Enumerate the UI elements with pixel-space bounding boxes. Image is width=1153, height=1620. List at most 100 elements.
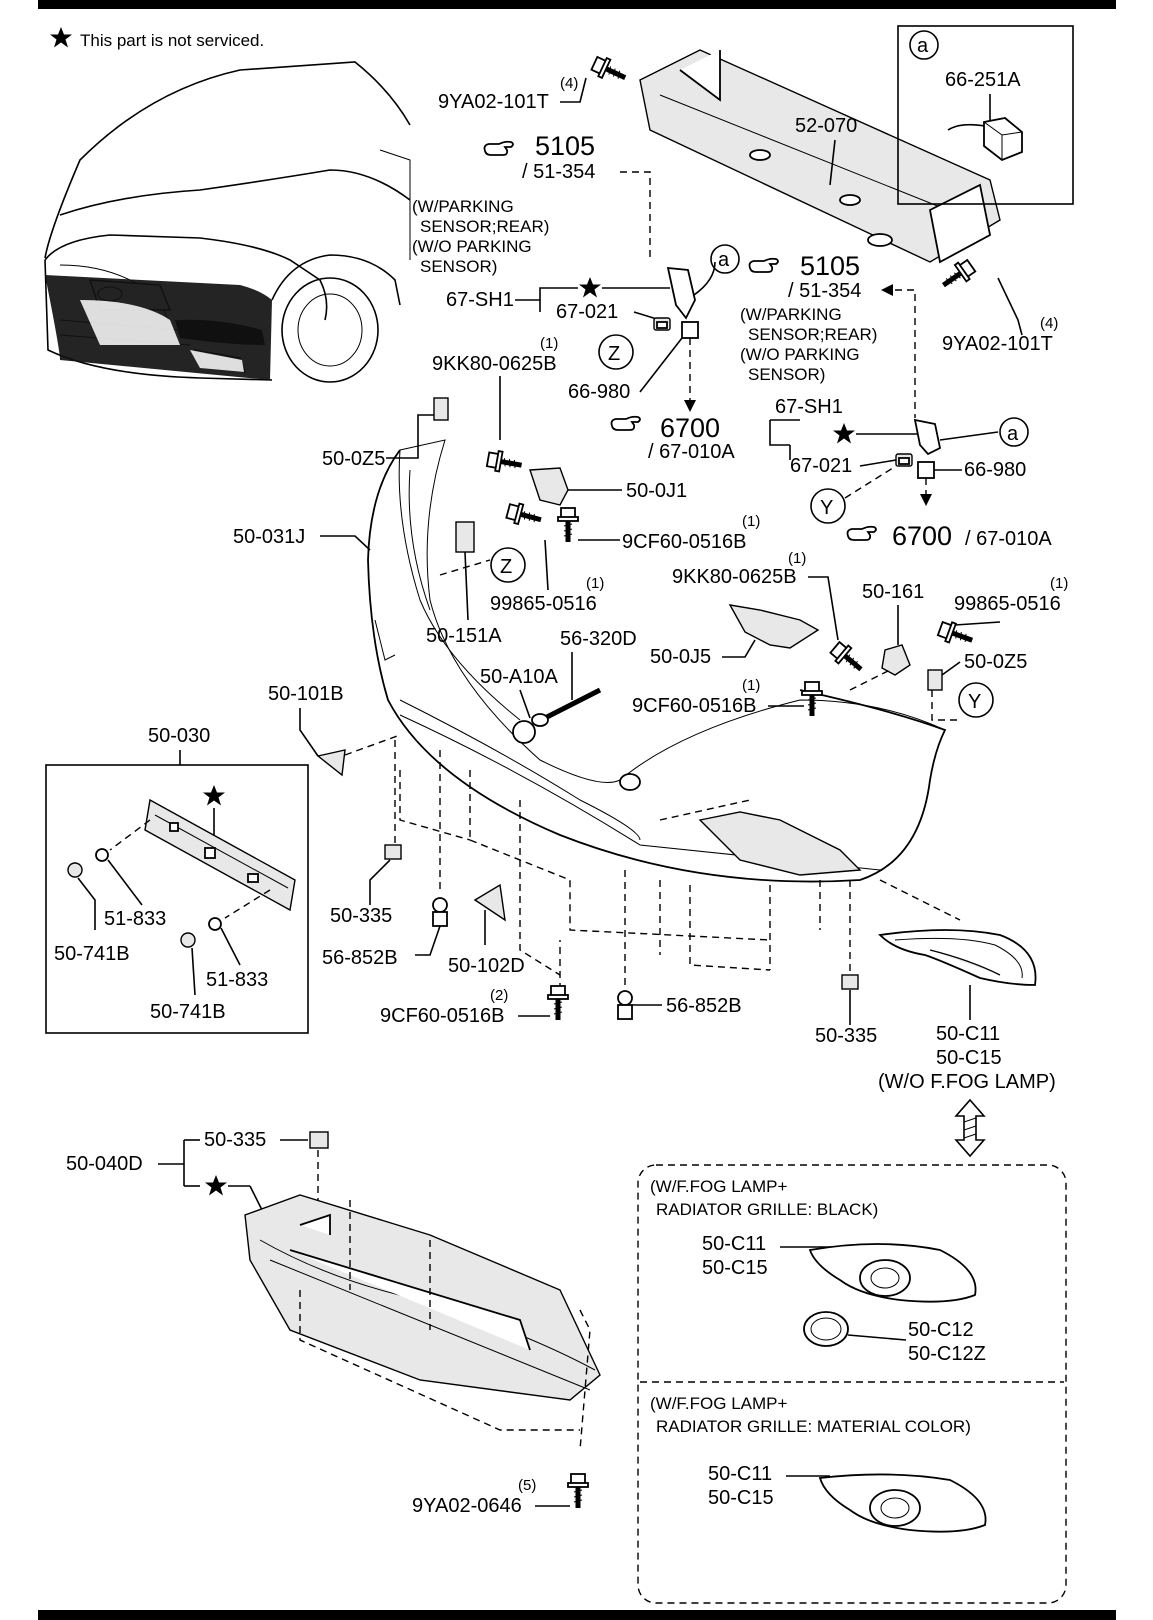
- sensor-retainer: [895, 453, 913, 467]
- part-label: 50-A10A: [480, 666, 558, 688]
- clip-56-852b-b: [617, 990, 633, 1006]
- tow-hook-cap: [512, 720, 536, 744]
- part-label: 99865-0516: [954, 593, 1061, 615]
- part-label: 50-0Z5: [964, 651, 1027, 673]
- qty-label: (1): [742, 677, 760, 694]
- bolt-9ya02-0646: [568, 1474, 588, 1508]
- nut-51-833-b: [208, 917, 222, 931]
- bolt-9ya02-101t-b: [938, 258, 977, 294]
- parking-sensor-wiring-a: [666, 266, 696, 320]
- callout-label: a: [718, 249, 730, 271]
- nut-50-335-c: [309, 1131, 329, 1149]
- part-label: 56-320D: [560, 628, 637, 650]
- part-label: 50-0J5: [650, 646, 711, 668]
- nut-50-335-b: [841, 974, 859, 990]
- callout-label: a: [917, 35, 929, 57]
- qty-label: (2): [490, 987, 508, 1004]
- part-label: 50-335: [330, 905, 392, 927]
- callout-label: Z: [500, 556, 512, 578]
- star-icon: [50, 27, 72, 48]
- condition-label: (W/O PARKING: [412, 237, 532, 256]
- qty-label: (1): [540, 335, 558, 352]
- condition-label: SENSOR): [420, 257, 497, 276]
- fog-lamp-ring-50-c12: [803, 1311, 849, 1347]
- part-label: 50-741B: [150, 1001, 226, 1023]
- bolt-9kk80-0625b-a: [486, 449, 523, 475]
- refer-hand-icon: [846, 525, 877, 541]
- part-label: 50-C11: [708, 1463, 772, 1485]
- qty-label: (4): [560, 75, 578, 92]
- ref-number: / 51-354: [522, 161, 595, 183]
- part-label: 9CF60-0516B: [380, 1005, 505, 1027]
- part-label: 50-335: [815, 1025, 877, 1047]
- not-serviced-note: This part is not serviced.: [80, 31, 264, 50]
- connector-66-251a: [983, 117, 1023, 162]
- refer-hand-icon: [748, 257, 779, 273]
- top-border: [38, 0, 1116, 9]
- qty-label: (1): [788, 550, 806, 567]
- star-icon: [833, 423, 855, 444]
- star-icon: [203, 785, 225, 806]
- part-label: 50-C11: [702, 1233, 766, 1255]
- callout-circle: [909, 30, 939, 60]
- callout-circle: [490, 547, 526, 583]
- part-label: 9YA02-0646: [412, 1495, 522, 1517]
- condition-label: (W/F.FOG LAMP+: [650, 1177, 788, 1196]
- cap-50-741b-b: [180, 932, 196, 948]
- part-label: 56-852B: [322, 947, 398, 969]
- part-label: 50-C15: [702, 1257, 768, 1279]
- part-label: 50-C11: [936, 1023, 1000, 1045]
- fog-lamp-bezel-material: [818, 1473, 987, 1533]
- detail-box-a: [897, 25, 1074, 205]
- callout-label: Y: [968, 691, 981, 713]
- refer-hand-icon: [483, 140, 514, 156]
- bottom-border: [38, 1610, 1116, 1620]
- part-label: 52-070: [795, 115, 857, 137]
- part-label: 66-980: [964, 459, 1026, 481]
- clip-56-852b-a: [432, 897, 448, 913]
- part-label: 50-030: [148, 725, 210, 747]
- ref-number: / 51-354: [788, 280, 861, 302]
- part-label: 50-031J: [233, 526, 305, 548]
- retainer-50-151a: [455, 521, 475, 553]
- fog-lamp-bezel-black: [808, 1243, 977, 1303]
- ref-number: 5105: [800, 251, 860, 281]
- sensor-66-980-a: [681, 321, 699, 339]
- sensor-retainer: [653, 317, 671, 331]
- under-cover-50-040d: [244, 1194, 601, 1401]
- fog-lamp-cover-wo-fog: [878, 929, 1037, 986]
- part-label: 67-SH1: [446, 289, 514, 311]
- part-label: 9CF60-0516B: [622, 531, 747, 553]
- parking-sensor-wiring-b: [913, 418, 942, 456]
- part-label: 9KK80-0625B: [672, 566, 797, 588]
- license-plate-bracket: [144, 798, 296, 912]
- star-icon: [579, 277, 601, 298]
- part-label: 9YA02-101T: [942, 333, 1053, 355]
- condition-label: (W/PARKING: [412, 197, 514, 216]
- ref-number: 6700: [892, 521, 952, 551]
- callout-circle: [598, 334, 634, 370]
- ref-number: 6700: [660, 413, 720, 443]
- qty-label: (1): [1050, 575, 1068, 592]
- bolt-9cf60-0516b-c: [548, 986, 568, 1020]
- alternative-arrow-icon: [954, 1098, 986, 1158]
- sensor-66-980-b: [917, 461, 935, 479]
- part-label: 50-151A: [426, 625, 502, 647]
- part-label: 50-0J1: [626, 480, 687, 502]
- bolt-9cf60-0516b-a: [558, 508, 578, 542]
- vehicle-illustration: [44, 61, 411, 383]
- part-label: 50-040D: [66, 1153, 143, 1175]
- condition-label: (W/O F.FOG LAMP): [878, 1071, 1056, 1093]
- part-label: 50-161: [862, 581, 924, 603]
- nut-50-335-a: [384, 844, 402, 860]
- callout-circle: [710, 244, 740, 274]
- callout-circle: [958, 682, 994, 718]
- part-label: 50-C12: [908, 1319, 974, 1341]
- qty-label: (4): [1040, 315, 1058, 332]
- fog-lamp-variants-box: [637, 1164, 1067, 1604]
- part-label: 56-852B: [666, 995, 742, 1017]
- part-label: 9CF60-0516B: [632, 695, 757, 717]
- callout-circle: [999, 417, 1029, 447]
- part-label: 66-251A: [945, 69, 1021, 91]
- star-icon: [205, 1175, 227, 1196]
